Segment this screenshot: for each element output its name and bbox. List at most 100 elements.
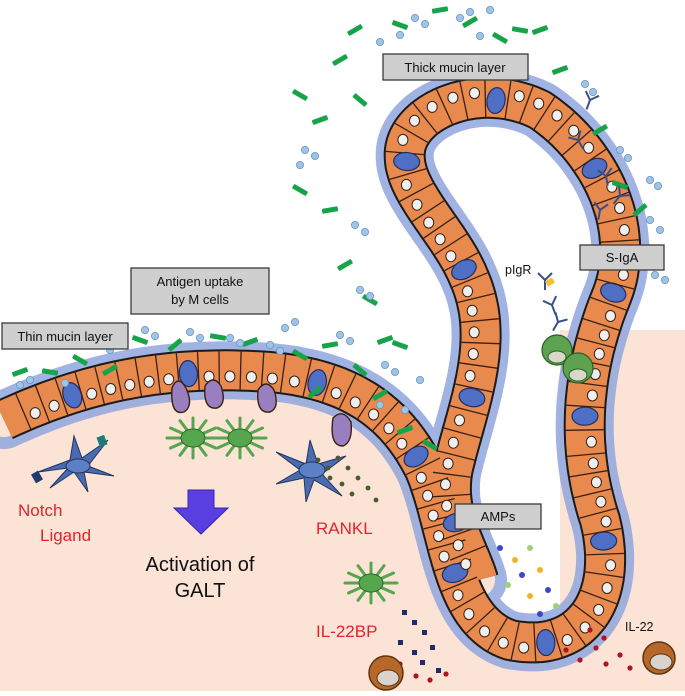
nucleus — [401, 179, 411, 190]
antigen-particle — [476, 32, 483, 39]
antigen-particle — [356, 286, 363, 293]
antigen-particle — [311, 152, 318, 159]
nucleus — [618, 269, 628, 280]
rankl-dot — [350, 492, 355, 497]
antigen-particle — [646, 216, 653, 223]
bacterium — [462, 16, 478, 28]
antigen-particle — [401, 406, 408, 413]
amp-dot — [537, 567, 543, 573]
antigen-particle — [281, 324, 288, 331]
nucleus — [594, 348, 604, 359]
cell-border — [566, 430, 604, 431]
antigen-particle — [26, 376, 33, 383]
antigen-uptake-box: Antigen uptake by M cells — [131, 268, 269, 314]
antigen-particle — [624, 154, 631, 161]
nucleus — [453, 540, 463, 551]
amps-box: AMPs — [455, 504, 541, 529]
nucleus — [427, 101, 437, 112]
antigen-particle — [466, 8, 473, 15]
bacterium — [392, 20, 409, 30]
antigen-particle — [646, 176, 653, 183]
bacterium — [432, 6, 449, 14]
rankl-dot — [356, 476, 361, 481]
nucleus — [468, 349, 478, 360]
nucleus — [106, 384, 116, 395]
bacterium — [352, 93, 367, 107]
il22-particle — [443, 671, 448, 676]
nucleus — [596, 496, 606, 507]
amp-dot — [505, 582, 511, 588]
amp-dot — [553, 603, 559, 609]
nucleus — [448, 437, 458, 448]
nucleus — [398, 134, 408, 145]
activation-label-1: Activation of — [146, 554, 255, 576]
nucleus — [562, 635, 572, 646]
sIgA-box: S-IgA — [580, 245, 664, 270]
nucleus — [619, 225, 629, 236]
bacterium — [492, 32, 508, 44]
activation-label-2: GALT — [175, 580, 226, 602]
nucleus — [514, 91, 524, 102]
il22bp-particle — [436, 668, 441, 673]
antibody-stem — [543, 296, 562, 317]
bacterium — [347, 24, 363, 36]
bacterium — [377, 335, 394, 345]
antigen-particle — [416, 376, 423, 383]
nucleus — [470, 88, 480, 99]
il22bp-label: IL-22BP — [316, 622, 377, 641]
antigen-particle — [16, 381, 23, 388]
dendritic-cell-body — [181, 429, 205, 447]
nucleus — [435, 234, 445, 245]
rankl-dot — [340, 482, 345, 487]
nucleus — [584, 142, 594, 153]
nucleus — [455, 415, 465, 426]
antigen-particle — [456, 14, 463, 21]
nucleus — [569, 125, 579, 136]
rankl-label: RANKL — [316, 519, 373, 538]
nucleus — [588, 458, 598, 469]
notch-label-2: Ligand — [40, 526, 91, 545]
nucleus — [461, 559, 471, 570]
il22-particle — [413, 673, 418, 678]
antigen-particle — [301, 146, 308, 153]
notch-label-1: Notch — [18, 501, 62, 520]
rankl-dot — [366, 486, 371, 491]
cell-border — [485, 79, 486, 117]
antigen-particle — [656, 226, 663, 233]
antigen-particle — [391, 368, 398, 375]
amp-dot — [545, 587, 551, 593]
antigen-particle — [351, 221, 358, 228]
nucleus — [606, 311, 616, 322]
sIgA-label: S-IgA — [606, 250, 639, 265]
il22bp-particle — [420, 660, 425, 665]
nucleus — [463, 286, 473, 297]
il22-particle — [603, 661, 608, 666]
bacterium — [332, 54, 348, 66]
il22bp-particle — [402, 610, 407, 615]
antigen-particle — [411, 14, 418, 21]
nucleus — [350, 397, 360, 408]
il22bp-particle — [412, 650, 417, 655]
m-cell — [258, 384, 277, 412]
il22-particle — [427, 677, 432, 682]
nucleus — [267, 373, 277, 384]
il22-particle — [593, 645, 598, 650]
antigen-particle — [654, 182, 661, 189]
nucleus — [331, 388, 341, 399]
nucleus — [442, 500, 452, 511]
nucleus — [49, 400, 59, 411]
bacterium — [322, 206, 339, 214]
nucleus — [144, 376, 154, 387]
nucleus — [410, 115, 420, 126]
amp-dot — [497, 545, 503, 551]
amp-dot — [527, 545, 533, 551]
nucleus — [424, 217, 434, 228]
nucleus — [289, 376, 299, 387]
antigen-particle — [141, 326, 148, 333]
nucleus — [448, 92, 458, 103]
bacterium — [210, 333, 227, 341]
nucleus — [552, 110, 562, 121]
rankl-dot — [374, 498, 379, 503]
